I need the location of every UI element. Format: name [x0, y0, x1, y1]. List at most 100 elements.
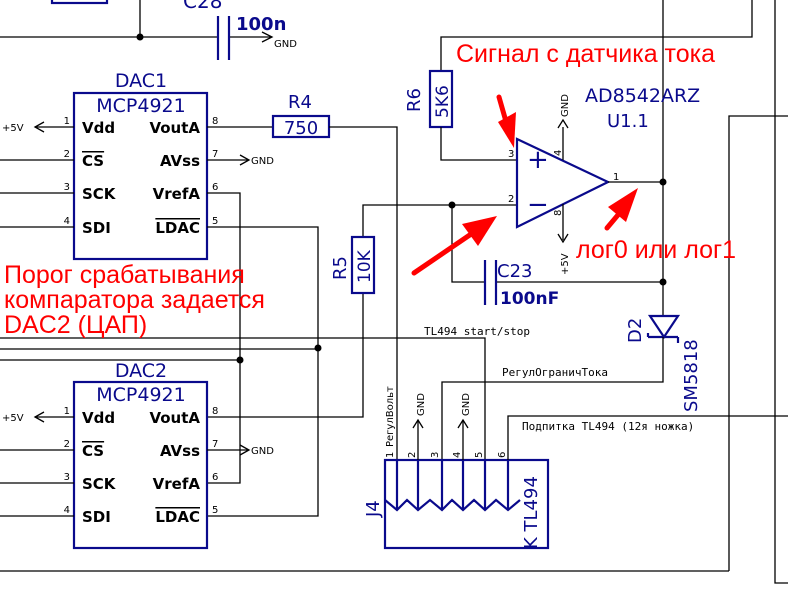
gnd-arrow-icon [261, 31, 274, 43]
pin-num: 1 [385, 452, 396, 458]
pin-name: AVss [160, 152, 200, 170]
pin-num: 7 [212, 149, 218, 160]
dac1-supply: +5V [2, 123, 24, 134]
pin-num: 4 [452, 452, 463, 458]
pin-name: SCK [82, 185, 117, 203]
c28-value: 100n [236, 14, 286, 35]
dac1-gnd: GND [251, 156, 274, 167]
pin-num: 4 [64, 216, 70, 227]
pin-num: 2 [64, 439, 70, 450]
gnd-arrow-icon [239, 444, 251, 456]
wire [0, 0, 272, 38]
pin-name: CS [82, 152, 104, 170]
dac2-gnd: GND [251, 446, 274, 457]
r5-value: 10K [355, 249, 375, 283]
d2-part: SM5818 [681, 339, 702, 412]
annotation-sensor-signal: Сигнал с датчика тока [456, 40, 715, 68]
junction [314, 344, 322, 352]
pin-name: VrefA [153, 475, 201, 493]
annotation-threshold: DAC2 (ЦАП) [4, 311, 147, 339]
pin-num: 6 [212, 472, 218, 483]
r5-ref: R5 [330, 256, 351, 280]
wire [440, 127, 517, 161]
d2-ref: D2 [625, 318, 646, 343]
net-feed: Подпитка TL494 (12я ножка) [522, 420, 694, 433]
opamp-gnd: GND [560, 94, 571, 117]
j4-pin1-net: РегулВольт [385, 386, 396, 447]
pin-name: Vdd [82, 409, 115, 427]
pin-name: VrefA [153, 185, 201, 203]
wire [440, 0, 788, 584]
pin-num: 2 [508, 194, 514, 205]
pin-num: 5 [212, 505, 218, 516]
capacitor-c28 [216, 16, 231, 60]
pin-num: 3 [430, 452, 441, 458]
pin-num: 5 [474, 452, 485, 458]
c23-value: 100nF [500, 289, 559, 309]
pin-num: 3 [508, 149, 514, 160]
j4-gnd: GND [461, 393, 472, 416]
pin-num: 8 [553, 210, 564, 216]
pin-name: SCK [82, 475, 117, 493]
wire [207, 204, 663, 418]
j4-ref: J4 [363, 500, 384, 518]
diode-d2: D2 SM5818 [441, 314, 702, 480]
junction [659, 278, 667, 286]
junction [448, 201, 456, 209]
dac2-part: MCP4921 [96, 384, 185, 406]
junction [136, 33, 144, 41]
dac2-chip: DAC2 MCP4921 +5V 1 2 3 4 Vdd CS SCK SDI … [0, 360, 274, 550]
dac1-chip: DAC1 MCP4921 +5V 1 2 3 4 Vdd CS SCK SDI … [0, 70, 319, 517]
r6-ref: R6 [404, 88, 425, 112]
gnd-arrow-icon [557, 118, 569, 129]
annotation-logic-out: лог0 или лог1 [576, 236, 736, 264]
red-arrow-icon [604, 188, 638, 231]
opamp-part: AD8542ARZ [585, 85, 700, 107]
gnd-arrow-icon [457, 418, 469, 429]
annotation-threshold: компаратора задается [4, 286, 265, 314]
pin-num: 1 [613, 172, 619, 183]
pin-name: VoutA [149, 409, 200, 427]
plus-sign: + [527, 145, 549, 175]
pin-num: 1 [64, 116, 70, 127]
pin-num: 6 [497, 452, 508, 458]
gnd-arrow-icon [239, 154, 251, 166]
wire [329, 126, 398, 480]
opamp-ref: U1.1 [607, 111, 649, 132]
pin-num: 4 [64, 505, 70, 516]
pin-num: 3 [64, 182, 70, 193]
r6-value: 5K6 [433, 85, 453, 118]
j4-name: K TL494 [521, 476, 542, 549]
pin-name: Vdd [82, 119, 115, 137]
red-arrow-icon [411, 216, 497, 276]
r4-value: 750 [284, 118, 318, 139]
supply-arrow-icon [33, 411, 45, 423]
pin-num: 2 [64, 149, 70, 160]
capacitor-c23 [483, 260, 498, 305]
pin-num: 8 [212, 116, 218, 127]
supply-arrow-icon [557, 233, 569, 244]
junction [236, 356, 244, 364]
dac2-supply: +5V [2, 413, 24, 424]
red-arrow-icon [496, 94, 516, 148]
pin-num: 8 [212, 406, 218, 417]
minus-sign: − [527, 190, 549, 220]
pin-name: LDAC [155, 508, 200, 526]
junction [659, 178, 667, 186]
pin-num: 3 [64, 472, 70, 483]
connector-j4: GND GND РегулВольт 1 2 3 4 5 6 J4 K TL49… [363, 386, 788, 550]
dac1-ref: DAC1 [115, 70, 167, 92]
pin-num: 7 [212, 439, 218, 450]
dac2-ref: DAC2 [115, 360, 167, 382]
annotation-threshold: Порог срабатывания [4, 261, 245, 289]
pin-name: CS [82, 442, 104, 460]
pin-name: VoutA [149, 119, 200, 137]
c23-ref: C23 [497, 261, 532, 282]
opamp-u1: + − 3 2 1 4 8 GND +5V AD8542ARZ U1.1 [508, 85, 700, 275]
pin-name: LDAC [155, 219, 200, 237]
pin-num: 1 [64, 406, 70, 417]
pin-num: 5 [212, 216, 218, 227]
pin-name: SDI [82, 219, 111, 237]
pin-num: 4 [553, 150, 564, 156]
